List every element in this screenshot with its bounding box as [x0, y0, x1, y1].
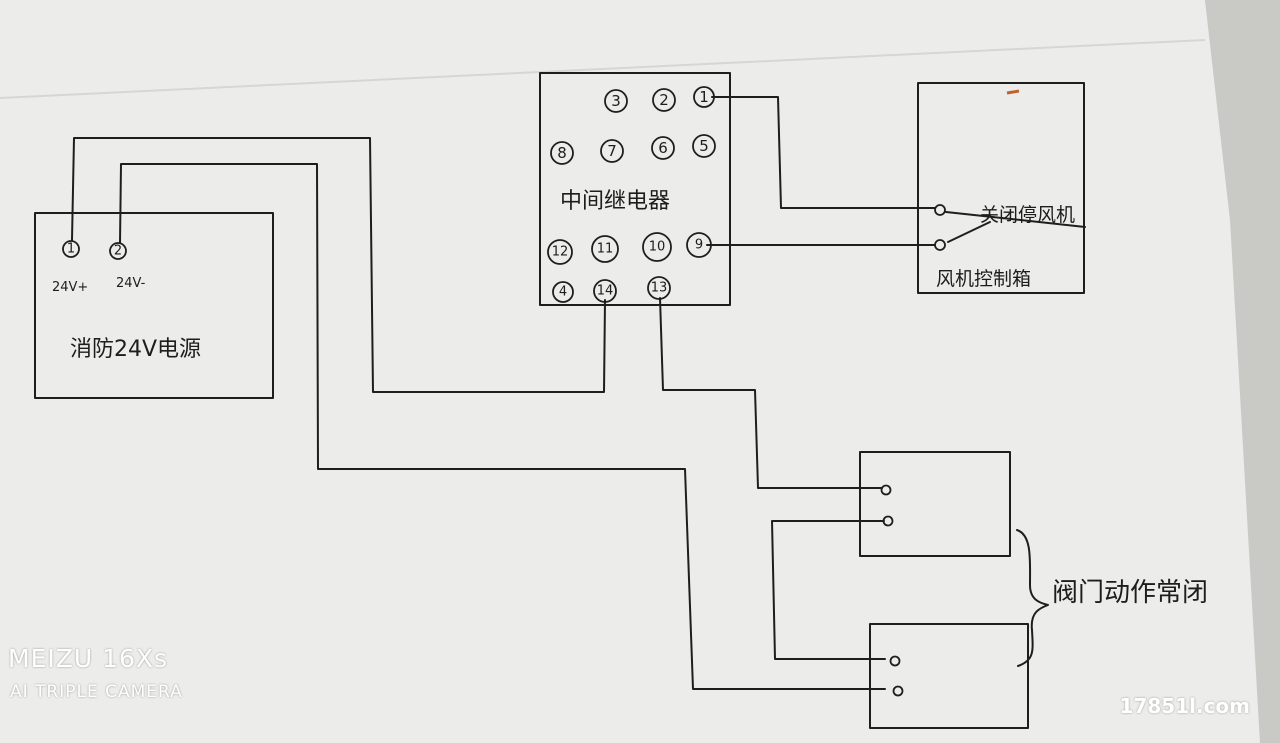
- relay-terminal-6-circle: [651, 136, 675, 160]
- relay-terminal-6: 6: [658, 139, 668, 157]
- relay-terminal-13: 13: [651, 281, 668, 296]
- wire-psu2-to-damper2: [119, 163, 886, 690]
- wire-psu1-to-relay14: [71, 137, 606, 393]
- psu-terminal-2-num: 2: [114, 244, 122, 259]
- power-supply-box: [34, 212, 274, 399]
- relay-terminal-4-circle: [552, 281, 574, 303]
- watermark-camera: AI TRIPLE CAMERA: [10, 682, 183, 702]
- relay-terminal-3: 3: [611, 92, 621, 110]
- relay-terminal-5-circle: [692, 134, 716, 158]
- relay-terminal-1: 1: [699, 88, 709, 106]
- fan-contact-line: [945, 211, 1086, 228]
- fan-contact-label: 关闭停风机: [980, 204, 1075, 226]
- relay-terminal-10-circle: [642, 232, 672, 262]
- fan-contact-lower: [934, 239, 946, 251]
- relay-terminal-9-circle: [686, 232, 712, 258]
- relay-terminal-14-circle: [593, 279, 617, 303]
- paper-fold-line: [0, 39, 1206, 99]
- relay-box: [539, 72, 731, 306]
- relay-terminal-2-circle: [652, 88, 676, 112]
- relay-terminal-12: 12: [552, 245, 569, 260]
- relay-terminal-1-circle: [693, 86, 715, 108]
- damper-label: 阀门动作常闭: [1052, 578, 1208, 608]
- damper-brace: [1016, 529, 1049, 667]
- relay-terminal-8: 8: [557, 144, 567, 162]
- damper1-terminal-a: [880, 484, 892, 496]
- fan-contact-blade: [947, 221, 991, 243]
- relay-terminal-7: 7: [607, 142, 617, 160]
- paper-fold-shadow: [1205, 0, 1280, 743]
- damper1-terminal-b: [882, 515, 894, 527]
- watermark-brand: MEIZU 16Xs: [8, 644, 169, 673]
- damper-box-1: [859, 451, 1011, 557]
- damper2-terminal-a: [889, 655, 901, 667]
- relay-terminal-8-circle: [550, 141, 574, 165]
- psu-terminal-2-label: 24V-: [116, 276, 146, 291]
- power-supply-title: 消防24V电源: [70, 337, 201, 362]
- fan-cabinet-box: [917, 82, 1085, 294]
- fan-contact-upper: [934, 204, 946, 216]
- relay-terminal-11-circle: [591, 235, 619, 263]
- psu-terminal-2-circle: [109, 242, 127, 260]
- wire-relay13-to-damper1: [659, 297, 883, 489]
- relay-title: 中间继电器: [560, 189, 670, 214]
- relay-terminal-12-circle: [547, 239, 573, 265]
- relay-terminal-11: 11: [597, 242, 614, 257]
- relay-terminal-3-circle: [604, 89, 628, 113]
- relay-terminal-2: 2: [659, 91, 669, 109]
- relay-terminal-5: 5: [699, 137, 709, 155]
- damper-box-2: [869, 623, 1029, 729]
- relay-terminal-13-circle: [647, 276, 671, 300]
- watermark-site: 17851l.com: [1119, 694, 1250, 718]
- relay-terminal-7-circle: [600, 139, 624, 163]
- relay-terminal-10: 10: [649, 240, 666, 255]
- relay-terminal-4: 4: [559, 285, 567, 300]
- psu-terminal-1-num: 1: [67, 242, 75, 257]
- fan-cabinet-label: 风机控制箱: [936, 268, 1031, 290]
- wire-damper1-to-damper2: [771, 520, 886, 660]
- psu-terminal-1-label: 24V+: [52, 280, 88, 295]
- damper2-terminal-b: [892, 685, 904, 697]
- relay-terminal-14: 14: [597, 284, 614, 299]
- wire-relay1-to-fan: [711, 96, 936, 209]
- marker-dash: [1006, 89, 1020, 95]
- relay-terminal-9: 9: [695, 238, 703, 253]
- psu-terminal-1-circle: [62, 240, 80, 258]
